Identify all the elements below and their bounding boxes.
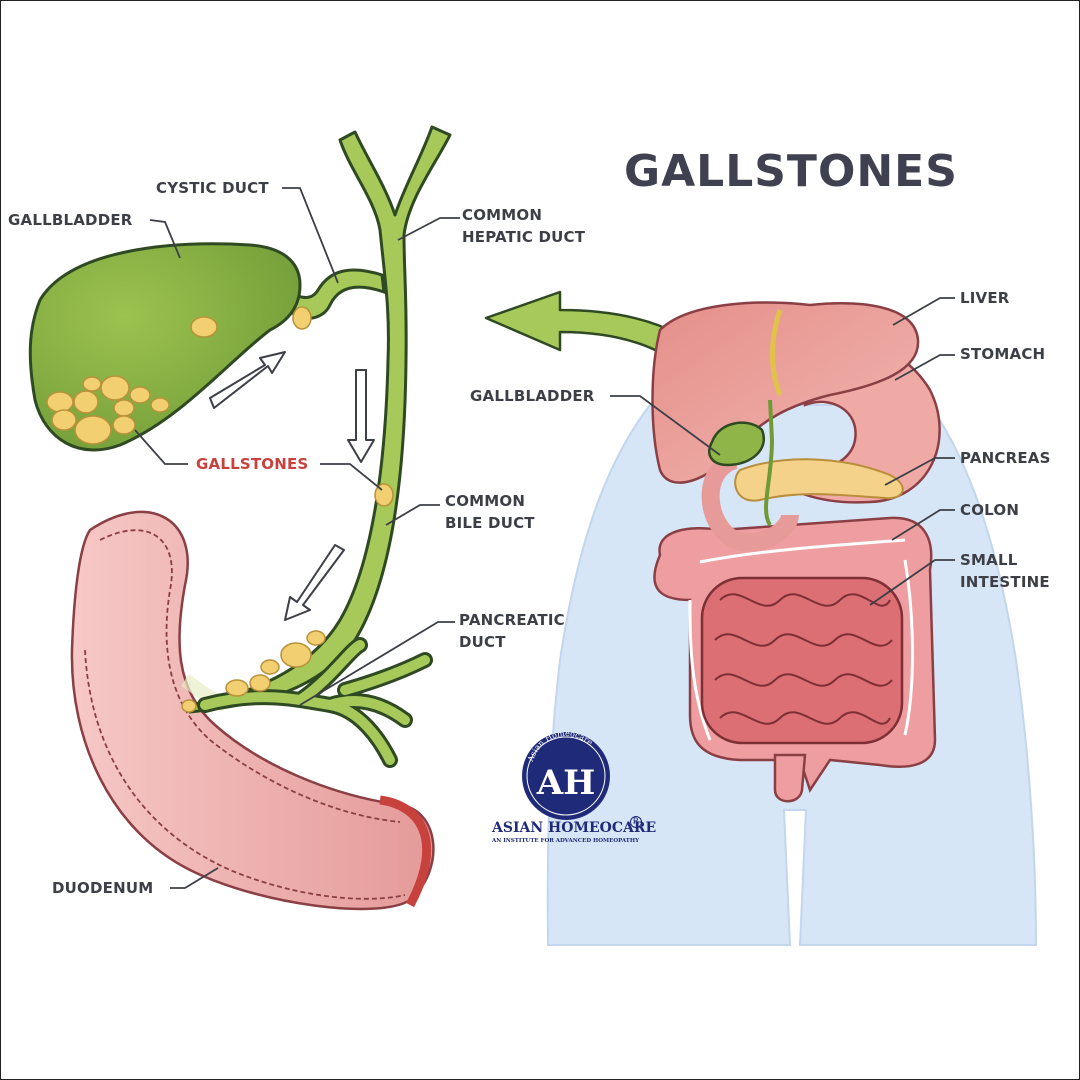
small-intestine-organ bbox=[700, 576, 904, 745]
label-stomach: STOMACH bbox=[960, 345, 1046, 363]
label-colon: COLON bbox=[960, 501, 1020, 519]
label-pancreatic-duct: PANCREATIC DUCT bbox=[459, 611, 565, 651]
label-gallbladder-right: GALLBLADDER bbox=[470, 387, 595, 405]
logo-monogram: AH bbox=[536, 763, 596, 803]
logo-registered-mark: R bbox=[630, 816, 642, 828]
flow-arrows bbox=[209, 351, 375, 621]
logo-brand-name: ASIAN HOMEOCARE bbox=[492, 820, 657, 836]
label-gallbladder-left: GALLBLADDER bbox=[8, 211, 133, 229]
logo-tagline: AN INSTITUTE FOR ADVANCED HOMEOPATHY bbox=[492, 838, 640, 844]
gallstones-cluster bbox=[46, 306, 394, 713]
small-gallbladder bbox=[708, 399, 775, 527]
small-duodenum bbox=[701, 451, 799, 552]
duodenum-organ bbox=[70, 510, 435, 911]
label-gallstones: GALLSTONES bbox=[196, 455, 309, 473]
diagram-title: GALLSTONES bbox=[624, 146, 958, 197]
bile-duct-system bbox=[188, 125, 452, 768]
label-duodenum: DUODENUM bbox=[52, 879, 154, 897]
leader-lines bbox=[134, 187, 955, 889]
label-liver: LIVER bbox=[960, 289, 1010, 307]
label-common-hepatic-duct: COMMON HEPATIC DUCT bbox=[462, 206, 586, 246]
asian-homeocare-logo: Asian Homeocare AH bbox=[522, 729, 610, 820]
pancreas-organ bbox=[734, 458, 904, 502]
label-common-bile-duct: COMMON BILE DUCT bbox=[445, 492, 535, 532]
label-pancreas: PANCREAS bbox=[960, 449, 1051, 467]
label-small-intestine: SMALL INTESTINE bbox=[960, 551, 1050, 591]
label-cystic-duct: CYSTIC DUCT bbox=[156, 179, 269, 197]
